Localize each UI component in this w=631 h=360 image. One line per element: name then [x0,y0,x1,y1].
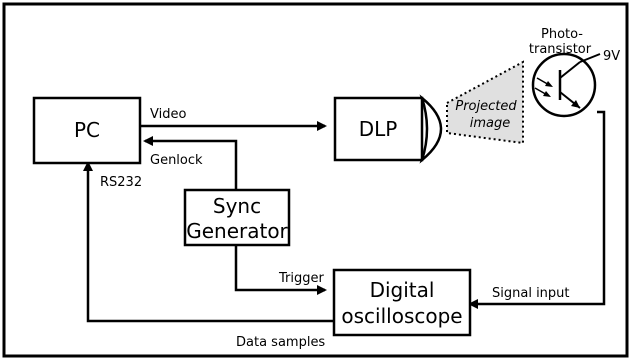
signal-input-arrow [468,110,606,309]
projected-image-label-line1: Projected [455,99,517,114]
pc-box [32,96,142,165]
sync-generator-label-line2: Generator [186,219,288,243]
sync-generator-label-line1: Sync [213,194,261,218]
connections [83,110,606,323]
oscilloscope-label-line1: Digital [370,278,435,302]
genlock-arrow [143,136,238,190]
projected-image-label-line2: image [470,116,511,131]
phototransistor-icon [531,52,601,118]
trigger-arrow [234,245,327,295]
signal-input-label: Signal input [492,286,570,301]
genlock-label: Genlock [150,153,203,168]
dlp-box [333,96,424,162]
rs232-label: RS232 [100,175,142,190]
pc-label: PC [74,118,100,142]
voltage-label: 9V [603,49,620,64]
dlp-label: DLP [359,117,398,141]
data-samples-arrow [83,161,334,323]
data-samples-label: Data samples [236,335,325,350]
trigger-label: Trigger [278,271,324,286]
oscilloscope-box [332,268,472,337]
sync-generator-box [183,188,291,247]
phototransistor-label-line1: Photo- [541,27,583,42]
oscilloscope-label-line2: oscilloscope [341,304,462,328]
lens-icon [419,94,443,164]
video-label: Video [150,107,186,122]
projected-image-area [446,60,524,145]
phototransistor-label-line2: transistor [529,42,592,57]
